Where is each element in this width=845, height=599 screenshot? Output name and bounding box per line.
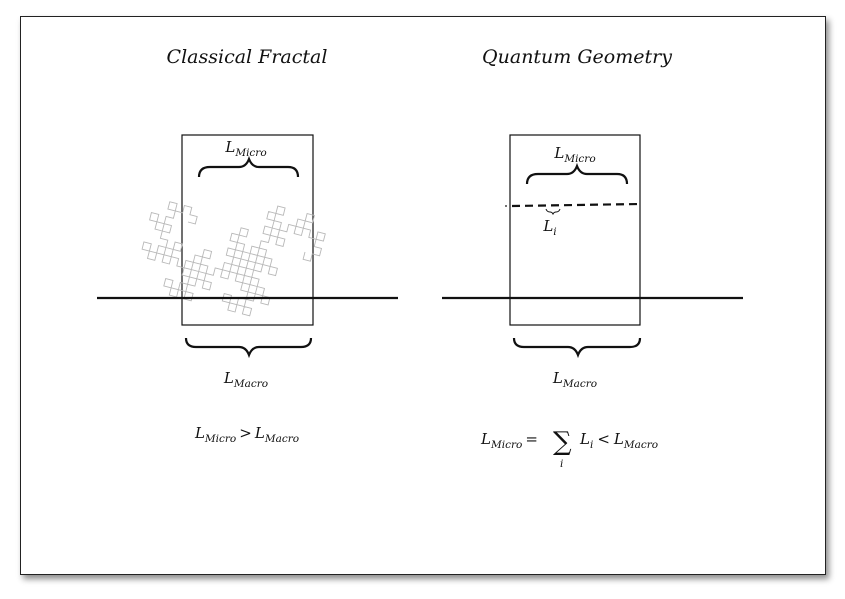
sum-index: i bbox=[560, 458, 563, 470]
fractal-curve bbox=[141, 201, 326, 317]
left-macro-brace bbox=[184, 337, 313, 359]
right-macro-brace bbox=[512, 337, 642, 359]
left-micro-brace bbox=[197, 155, 300, 178]
relation-rhs: Li<LMacro bbox=[579, 430, 658, 451]
right-micro-label: LMicro bbox=[553, 144, 595, 165]
relation-lhs: LMicro= bbox=[480, 430, 538, 451]
right-micro-brace bbox=[525, 162, 629, 185]
quantum-dashed-line bbox=[511, 202, 641, 208]
left-relation: LMicro>LMacro bbox=[194, 424, 299, 445]
right-macro-label: LMacro bbox=[552, 369, 597, 390]
right-relation: LMicro= ∑ i Li<LMacro bbox=[480, 427, 658, 470]
segment-brace bbox=[545, 208, 561, 216]
right-title: Quantum Geometry bbox=[482, 46, 672, 68]
left-macro-label: LMacro bbox=[223, 369, 268, 390]
left-micro-label: LMicro bbox=[224, 138, 266, 159]
figure-frame bbox=[20, 16, 826, 575]
dashed-line-start-dot bbox=[505, 205, 507, 207]
segment-label: Li bbox=[542, 217, 556, 238]
left-box bbox=[181, 134, 314, 326]
sum-symbol: ∑ bbox=[553, 427, 572, 457]
left-title: Classical Fractal bbox=[167, 46, 328, 68]
right-box bbox=[509, 134, 641, 326]
